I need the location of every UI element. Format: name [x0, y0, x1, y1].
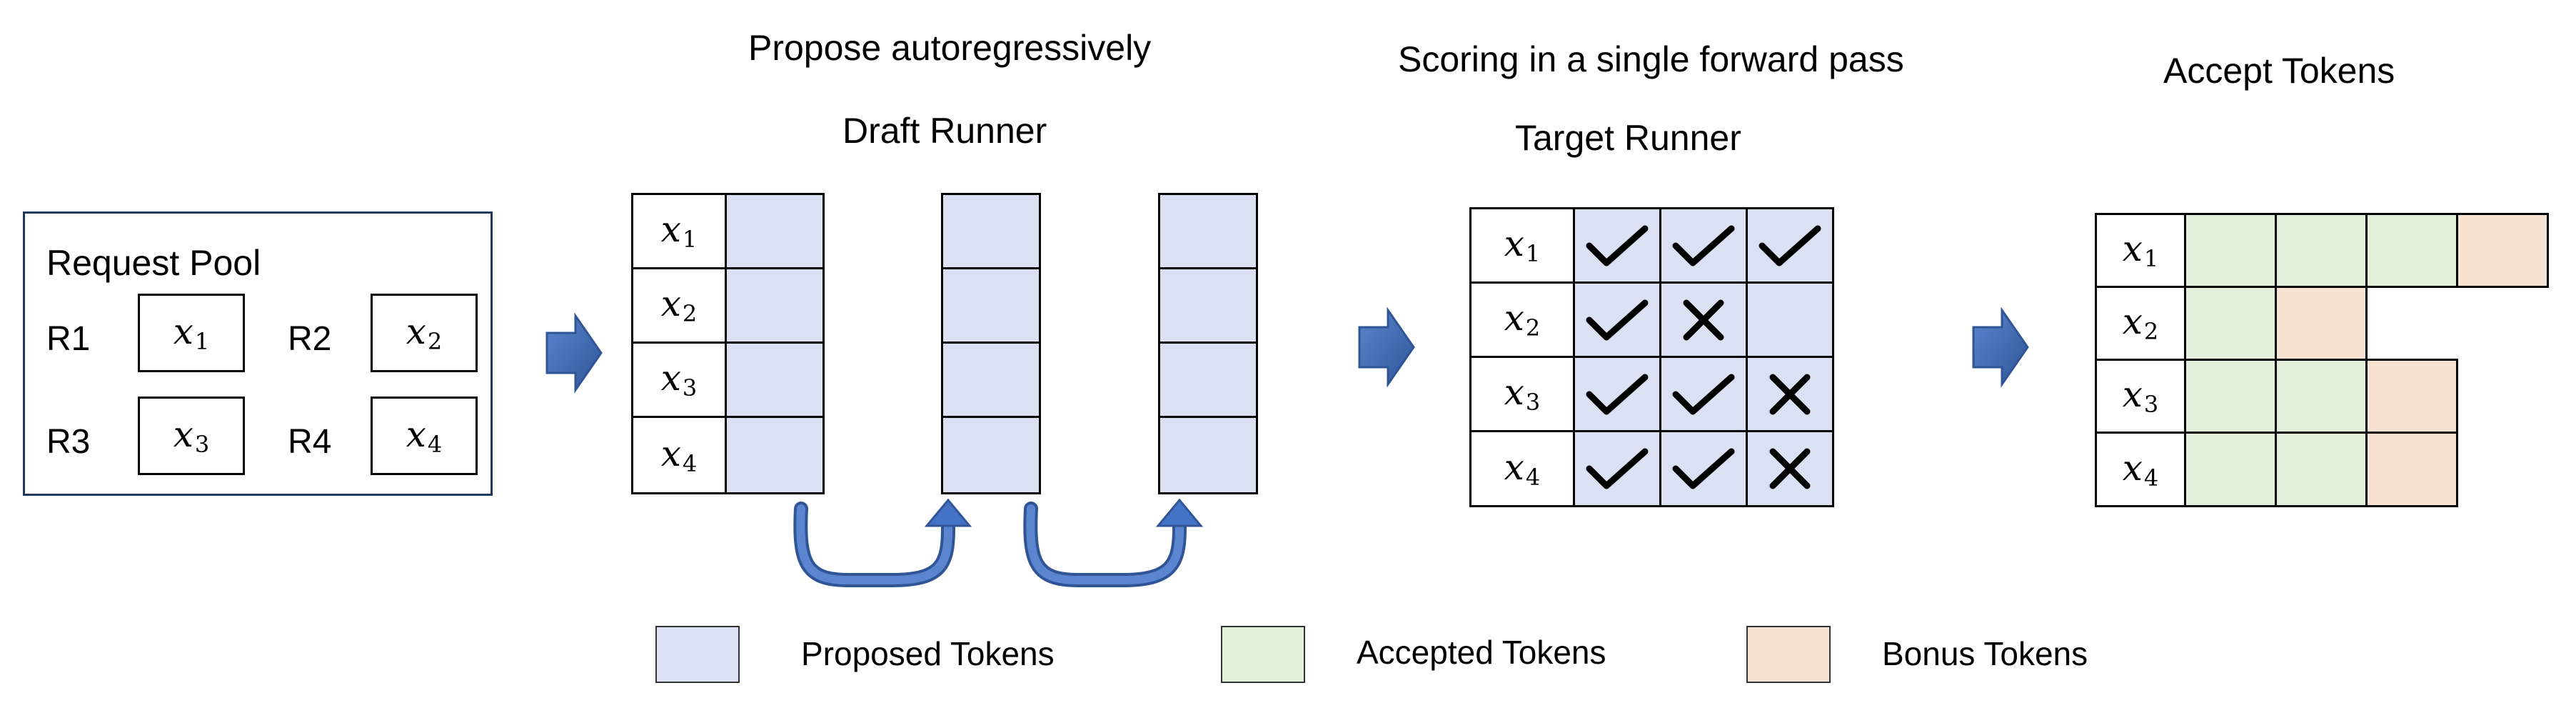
- target-token-cell: [1573, 207, 1661, 284]
- accepted-token-cell: [2184, 286, 2277, 361]
- check-icon: [1748, 209, 1832, 281]
- request-label: R3: [46, 423, 91, 461]
- check-icon: [1661, 358, 1746, 430]
- proposed-token-cell: [941, 416, 1041, 494]
- right-arrow-icon: [545, 312, 603, 394]
- row-label: x4: [631, 416, 727, 494]
- row-label: x2: [631, 267, 727, 344]
- legend-label-accepted: Accepted Tokens: [1357, 634, 1606, 671]
- legend-swatch-bonus: [1746, 626, 1831, 683]
- check-icon: [1575, 432, 1659, 505]
- bonus-token-cell: [2365, 432, 2458, 507]
- request-label: R4: [288, 423, 332, 461]
- target-token-cell: [1573, 356, 1661, 432]
- check-icon: [1661, 209, 1746, 281]
- proposed-token-cell: [941, 341, 1041, 418]
- request-token: x4: [371, 397, 478, 475]
- proposed-token-cell: [1158, 416, 1258, 494]
- check-icon: [1575, 358, 1659, 430]
- row-label: x1: [631, 193, 727, 269]
- legend-label-bonus: Bonus Tokens: [1882, 635, 2088, 672]
- accepted-token-cell: [2365, 213, 2458, 288]
- target-token-cell: [1659, 281, 1748, 358]
- request-token: x3: [138, 397, 245, 475]
- request-token: x2: [371, 294, 478, 372]
- legend-swatch-proposed: [655, 626, 740, 683]
- legend-label-proposed: Proposed Tokens: [801, 635, 1055, 672]
- propose-title: Propose autoregressively: [748, 28, 1152, 68]
- proposed-token-cell: [725, 416, 825, 494]
- request-label: R1: [46, 320, 91, 358]
- accepted-token-cell: [2184, 213, 2277, 288]
- bonus-token-cell: [2365, 359, 2458, 434]
- cross-icon: [1748, 358, 1832, 430]
- right-arrow-icon: [1972, 306, 2029, 388]
- row-label: x4: [1469, 430, 1575, 507]
- check-icon: [1575, 209, 1659, 281]
- token-var: x3: [173, 413, 210, 458]
- proposed-token-cell: [725, 341, 825, 418]
- cross-icon: [1748, 432, 1832, 505]
- token-var: x1: [173, 310, 210, 355]
- curved-arrow-icon: [1023, 498, 1204, 587]
- proposed-token-cell: [1158, 267, 1258, 344]
- curved-arrow-icon: [793, 498, 972, 587]
- target-token-cell: [1659, 356, 1748, 432]
- token-var: x4: [406, 413, 443, 458]
- bonus-token-cell: [2456, 213, 2549, 288]
- row-label: x1: [2095, 213, 2186, 288]
- request-label: R2: [288, 320, 332, 358]
- token-var: x2: [406, 310, 443, 355]
- right-arrow-icon: [1358, 306, 1415, 388]
- scoring-title: Scoring in a single forward pass: [1398, 39, 1904, 79]
- request-pool-title: Request Pool: [46, 243, 261, 283]
- row-label: x3: [2095, 359, 2186, 434]
- target-token-cell: [1746, 430, 1834, 507]
- check-icon: [1575, 284, 1659, 356]
- request-pool: Request Pool R1 x1 R2 x2 R3 x3 R4 x4: [23, 211, 493, 496]
- cross-icon: [1661, 284, 1746, 356]
- target-token-cell: [1746, 207, 1834, 284]
- request-token: x1: [138, 294, 245, 372]
- row-label: x4: [2095, 432, 2186, 507]
- proposed-token-cell: [941, 193, 1041, 269]
- draft-runner-title: Draft Runner: [842, 111, 1047, 151]
- target-runner-title: Target Runner: [1515, 118, 1741, 158]
- proposed-token-cell: [941, 267, 1041, 344]
- check-icon: [1661, 432, 1746, 505]
- accept-title: Accept Tokens: [2163, 51, 2395, 91]
- legend-swatch-accepted: [1221, 626, 1305, 683]
- proposed-token-cell: [725, 193, 825, 269]
- proposed-token-cell: [1158, 341, 1258, 418]
